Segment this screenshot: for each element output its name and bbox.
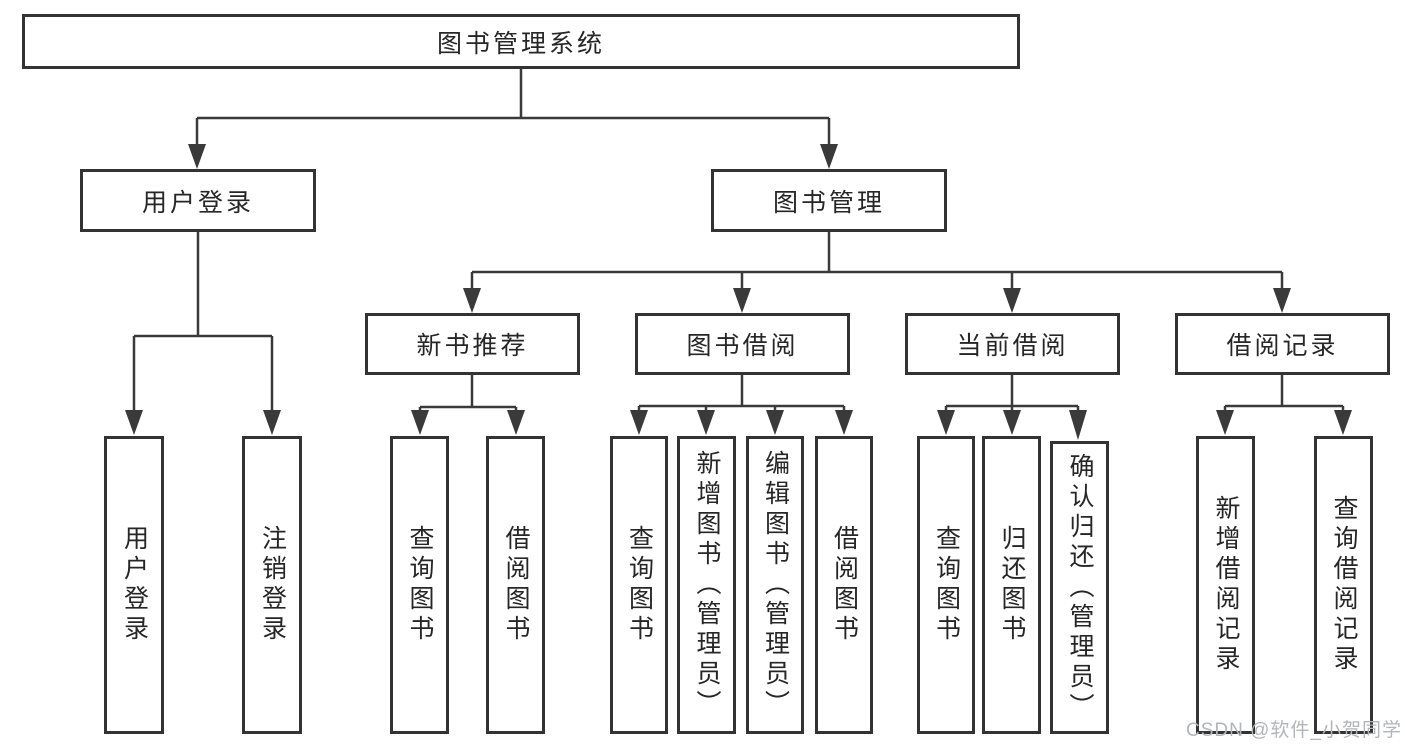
leaf-borrow-book-recommend-label: 借阅图书 <box>502 525 530 645</box>
node-new-book-recommendation: 新书推荐 <box>365 313 580 375</box>
leaf-add-borrow-record: 新增借阅记录 <box>1196 436 1255 734</box>
leaf-edit-book-admin-label: 编辑图书（管理员） <box>761 450 790 720</box>
leaf-query-book-current: 查询图书 <box>917 436 975 734</box>
leaf-user-login-label: 用户登录 <box>120 525 149 645</box>
leaf-query-book-borrow-label: 查询图书 <box>625 525 654 645</box>
leaf-edit-book-admin: 编辑图书（管理员） <box>746 436 804 734</box>
leaf-add-book-admin-label: 新增图书（管理员） <box>693 450 721 720</box>
leaf-return-book-label: 归还图书 <box>998 525 1026 645</box>
node-library-management-system: 图书管理系统 <box>22 14 1020 69</box>
leaf-confirm-return-admin: 确认归还（管理员） <box>1050 441 1109 734</box>
leaf-return-book: 归还图书 <box>982 436 1041 734</box>
leaf-confirm-return-admin-label: 确认归还（管理员） <box>1066 452 1094 723</box>
leaf-add-borrow-record-label: 新增借阅记录 <box>1212 495 1240 675</box>
leaf-query-borrow-record: 查询借阅记录 <box>1314 436 1373 734</box>
leaf-query-borrow-record-label: 查询借阅记录 <box>1330 495 1358 675</box>
leaf-query-book-current-label: 查询图书 <box>932 525 961 645</box>
node-borrowing-records: 借阅记录 <box>1175 313 1390 375</box>
node-book-management: 图书管理 <box>711 169 947 232</box>
node-current-borrowing: 当前借阅 <box>905 313 1120 375</box>
leaf-query-book-recommend-label: 查询图书 <box>406 525 434 645</box>
leaf-logout-label: 注销登录 <box>258 525 287 645</box>
node-user-login: 用户登录 <box>80 169 316 232</box>
leaf-query-book-borrow: 查询图书 <box>610 436 668 734</box>
node-book-borrowing: 图书借阅 <box>635 313 850 375</box>
leaf-add-book-admin: 新增图书（管理员） <box>677 436 736 734</box>
leaf-query-book-recommend: 查询图书 <box>390 436 449 734</box>
leaf-borrow-book-label: 借阅图书 <box>830 525 859 645</box>
leaf-user-login: 用户登录 <box>104 436 164 734</box>
leaf-borrow-book: 借阅图书 <box>815 436 873 734</box>
leaf-logout: 注销登录 <box>242 436 302 734</box>
leaf-borrow-book-recommend: 借阅图书 <box>486 436 545 734</box>
csdn-watermark: CSDN @软件_小贺同学 <box>1186 720 1402 741</box>
